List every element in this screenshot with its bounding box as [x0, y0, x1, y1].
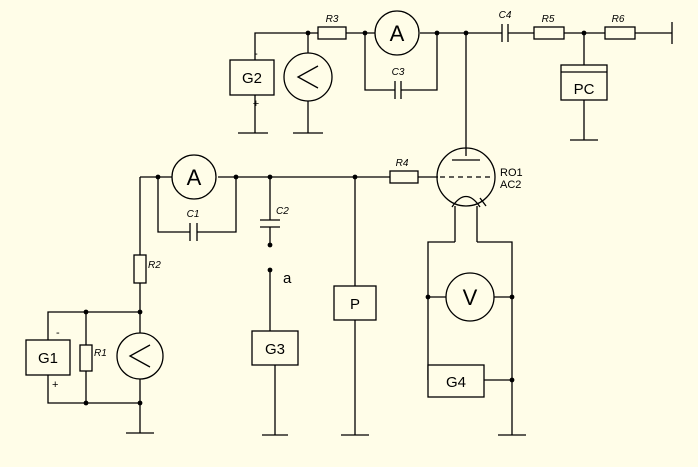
resistor-r2: [133, 254, 147, 284]
voltmeter-filament-label: V: [463, 285, 478, 310]
block-pc: [560, 64, 608, 101]
r1-label: R1: [94, 348, 107, 359]
filament-circuit: V G4: [427, 241, 526, 436]
resistor-r1: [79, 344, 93, 372]
capacitor-c4: [501, 24, 509, 42]
generator-g4: [427, 364, 485, 398]
c3-label: C3: [392, 67, 405, 78]
r6-label: R6: [612, 14, 625, 25]
g1-plus: +: [52, 379, 58, 391]
voltmeter-left: [116, 332, 164, 380]
r3-label: R3: [326, 14, 339, 25]
r5-label: R5: [542, 14, 555, 25]
ammeter-top: [374, 10, 420, 56]
block-p: [333, 285, 377, 321]
ammeter-top-label: A: [390, 21, 405, 46]
r2-label: R2: [148, 260, 161, 271]
capacitor-c1: [189, 223, 198, 241]
g2-plus: +: [253, 98, 259, 110]
tube-label-ro1: RO1: [500, 167, 523, 179]
c4-label: C4: [499, 10, 512, 21]
generator-g2: [229, 59, 275, 96]
pc-label: PC: [574, 81, 595, 98]
junction-dots: [83, 30, 587, 406]
capacitor-c2: [260, 219, 280, 228]
resistor-r6: [604, 26, 636, 40]
anode-circuit: G2 - + R3 A C3 C4 R5 R6: [229, 10, 673, 156]
resistor-r4: [389, 170, 419, 184]
resistor-r5: [533, 26, 565, 40]
ammeter-left: [171, 154, 217, 200]
r4-label: R4: [396, 158, 409, 169]
g3-label: G3: [265, 341, 285, 358]
generator-g1: [25, 339, 71, 376]
g2-label: G2: [242, 70, 262, 87]
voltmeter-top: [283, 52, 333, 102]
grid-circuit: A C1 R2 R1 G1 - + C2 a G3: [25, 154, 438, 436]
g1-minus: -: [56, 327, 60, 339]
g1-label: G1: [38, 350, 58, 367]
g4-label: G4: [446, 374, 466, 391]
capacitor-c3: [394, 81, 402, 99]
p-label: P: [350, 296, 360, 313]
c1-label: C1: [187, 209, 200, 220]
vacuum-tube-ro1: RO1 AC2: [436, 147, 523, 242]
resistor-r3: [317, 26, 347, 40]
node-a-label: a: [283, 270, 292, 287]
voltmeter-filament: [445, 272, 495, 322]
g2-minus: -: [254, 48, 258, 60]
c2-label: C2: [276, 206, 289, 217]
ammeter-left-label: A: [187, 165, 202, 190]
tube-label-ac2: AC2: [500, 179, 521, 191]
